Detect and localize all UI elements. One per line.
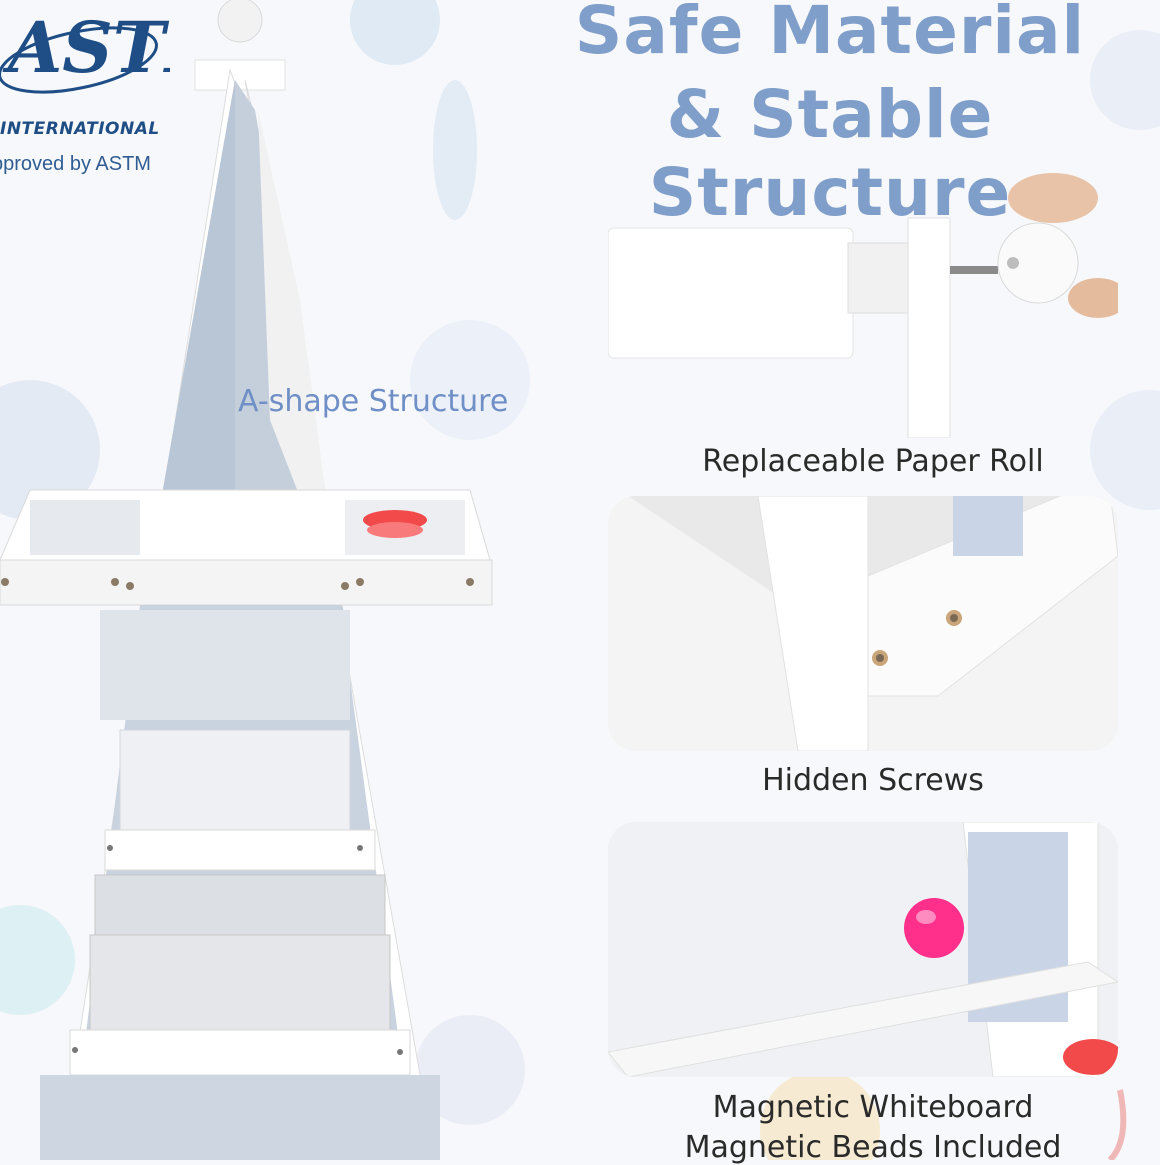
magnetic-whiteboard-image bbox=[608, 822, 1118, 1077]
hidden-screws-image bbox=[608, 496, 1118, 751]
feature-label-magnetic-beads: Magnetic Beads Included bbox=[684, 1130, 1062, 1165]
headline-line-1: Safe Material bbox=[574, 0, 1086, 69]
a-shape-structure-label: A-shape Structure bbox=[238, 384, 509, 419]
easel-illustration bbox=[0, 0, 493, 1160]
astm-international-text: INTERNATIONAL bbox=[0, 119, 160, 139]
feature-label-magnetic-whiteboard: Magnetic Whiteboard bbox=[712, 1090, 1034, 1125]
astm-approved-text: pproved by ASTM bbox=[0, 153, 151, 175]
paper-roll-image bbox=[608, 168, 1118, 438]
feature-label-hidden-screws: Hidden Screws bbox=[762, 763, 984, 798]
feature-label-paper-roll: Replaceable Paper Roll bbox=[702, 444, 1044, 479]
headline-line-2: & Stable Structure bbox=[648, 76, 1012, 231]
headline: Safe Material & Stable Structure bbox=[500, 0, 1160, 232]
